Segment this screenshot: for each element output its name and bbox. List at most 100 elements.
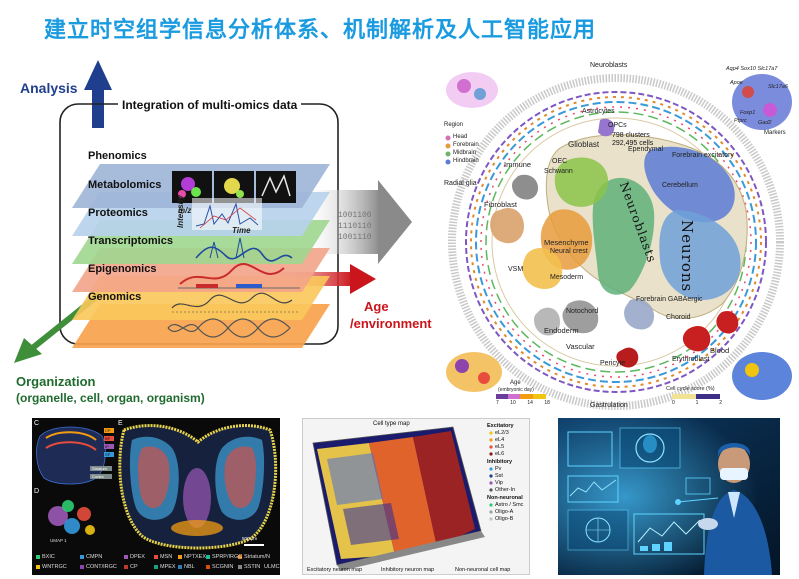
label-cerebellum: Cerebellum (662, 182, 698, 189)
label-mesenchyme: Mesenchyme (544, 238, 589, 247)
integration-title: Integration of multi-omics data (118, 98, 302, 112)
region-dot-forebrain (445, 143, 451, 149)
legend-pv: Pv (495, 466, 502, 472)
tag-cp: CP (105, 428, 111, 433)
legend-excitatory-title: Excitatory (487, 423, 514, 429)
legend-cp: CP (130, 564, 138, 570)
label-mesoderm: Mesoderm (550, 274, 584, 281)
cellcycle-tick-2: 2 (719, 400, 722, 406)
label-glioblast: Glioblast (568, 140, 600, 149)
legend-astro: Astro / Smc (495, 502, 524, 508)
legend-oligo-b: Oligo-B (495, 516, 514, 522)
legend-inhibitory-title: Inhibitory (487, 459, 513, 465)
tag-bp: BP (105, 436, 111, 441)
legend-sst: Sst (495, 473, 503, 479)
spatial-brain-graphic (36, 424, 278, 569)
axis-mz: m/z (178, 206, 192, 215)
label-choroid: Choroid (666, 314, 691, 321)
legend-el5: eL5 (495, 444, 505, 450)
tag-striatum: Striatum (92, 466, 107, 471)
age-tick-3: 18 (544, 400, 550, 406)
cell-type-map-graphic (312, 426, 493, 571)
layer-label-epigenomics: Epigenomics (88, 263, 157, 275)
umap-label: UMAP 1 (50, 538, 67, 543)
legend-cmpn: CMPN (86, 554, 103, 560)
scale-bar-label: 500 µm (242, 536, 258, 541)
age-tick-2: 14 (527, 400, 533, 406)
tag-cortex: Cortex (92, 474, 104, 479)
layer-label-metabolomics: Metabolomics (88, 179, 162, 191)
label-astrocytes: Astrocytes (582, 108, 615, 115)
analysis-arrow-shaft (92, 88, 104, 128)
label-schwann: Schwann (544, 168, 573, 175)
legend-el6: eL6 (495, 451, 505, 457)
age-label: Age (364, 299, 389, 314)
layer-label-genomics: Genomics (88, 291, 142, 303)
atlas-cells: 292,495 cells (612, 140, 654, 147)
organization-label-block: Organization (organelle, cell, organ, or… (16, 374, 205, 406)
outer-label-gastrulation: Gastrulation (590, 402, 628, 409)
panel-letter-e: E (118, 420, 123, 427)
page-title: 建立时空组学信息分析体系、机制解析及人工智能应用 (44, 18, 597, 43)
label-ependymal: Ependymal (628, 146, 664, 153)
gene-gad2: Gad2 (758, 120, 772, 126)
axis-time: Time (232, 226, 251, 235)
legend-el23: eL2/3 (495, 430, 509, 436)
legend-sprp: SPRP/IRGC (212, 554, 243, 560)
gene-ptprc: Ptprc (734, 118, 747, 124)
age-colorbar-ticks: 7 10 14 18 (496, 400, 550, 406)
bottom-label-excitatory: Excitatory neuron map (307, 567, 363, 573)
age-colorbar-title: Age (510, 380, 521, 386)
legend-mpex: MPEX (160, 564, 176, 570)
legend-nbl: NBL (184, 564, 195, 570)
label-forebrain-gabaergic: Forebrain GABAergic (636, 296, 703, 303)
cellcycle-tick-0: 0 (672, 400, 675, 406)
binary-line-2: 1110110 (338, 222, 372, 231)
label-neural-crest: Neural crest (550, 248, 588, 255)
gene-aqp4: Aqp4 (726, 66, 739, 72)
analysis-arrow-head (84, 60, 112, 90)
panel-letter-d: D (34, 488, 40, 495)
region-head: Head (453, 134, 468, 140)
legend-oligo-a: Oligo-A (495, 509, 514, 515)
gene-slc17a7: Slc17a7 (757, 66, 778, 72)
region-dot-hindbrain (445, 159, 451, 165)
ai-medical-image (558, 418, 780, 575)
bottom-legend-swatches (36, 555, 242, 569)
cell-atlas-figure: 798 clusters 292,495 cells Region Head F… (440, 60, 798, 410)
organization-arrow-head (14, 338, 42, 363)
cellcycle-colorbar-title: Cell cycle score (%) (666, 386, 715, 392)
bottom-label-nonneuronal: Non-neuronal cell map (455, 567, 511, 573)
cellcycle-tick-1: 1 (695, 400, 699, 406)
legend-contirgc: CONT/IRGC (86, 564, 117, 570)
cellcycle-colorbar-ticks: 0 1 2 (672, 400, 722, 406)
legend-sstin: SSTIN (244, 564, 261, 570)
legend-other-in: Other-In (495, 487, 516, 493)
legend-striatum: Striatum/N (244, 554, 270, 560)
panel-letter-c: C (34, 420, 40, 427)
multi-omics-figure: Analysis Integration of multi-omics data… (0, 58, 440, 408)
tag-sp: SP (105, 452, 111, 457)
cell-type-map-panel: Cell type map Excitatory eL2/3 eL4 eL5 e… (302, 418, 530, 575)
legend-scgnin: SCGNIN (212, 564, 234, 570)
layer-label-proteomics: Proteomics (88, 207, 148, 219)
label-fibroblast: Fibroblast (484, 200, 517, 209)
environment-label: /environment (350, 316, 432, 331)
neurons-label: Neurons (678, 220, 696, 293)
label-forebrain-excitatory: Forebrain excitatory (672, 152, 734, 159)
age-tick-0: 7 (496, 400, 499, 406)
binary-line-1: 1001100 (338, 211, 372, 220)
gene-slc17a6: Slc17a6 (768, 84, 788, 90)
multi-omics-graphic (14, 60, 412, 363)
legend-ulmc: ULMC (264, 564, 280, 570)
region-hindbrain: Hindbrain (453, 158, 479, 164)
region-forebrain: Forebrain (453, 142, 479, 148)
gene-sox10: Sox10 (740, 66, 756, 72)
integration-arrow-head (378, 180, 412, 264)
markers-label: Markers (764, 130, 786, 136)
atlas-clusters: 798 clusters (612, 132, 650, 139)
layer-label-transcriptomics: Transcriptomics (88, 235, 173, 247)
legend-msn: MSN (160, 554, 173, 560)
legend-dpex: DPEX (130, 554, 145, 560)
label-endoderm: Endoderm (544, 326, 579, 335)
